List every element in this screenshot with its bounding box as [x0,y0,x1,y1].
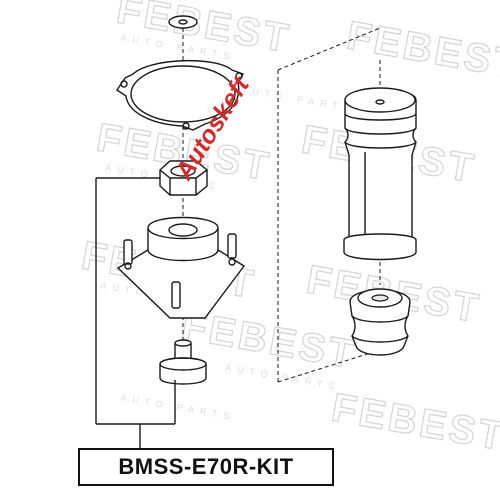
watermark-brand: FEBEST [343,14,500,88]
kit-bracket [95,177,176,448]
bump-stop-small [159,339,207,385]
watermark-sub: AUTO PARTS [120,392,236,422]
bump-stop-large [349,288,411,356]
watermark-brand: FEBEST [328,386,500,460]
part-number-label: BMSS-E70R-KIT [78,448,334,486]
gasket [116,59,245,131]
dust-boot [343,87,417,261]
watermark-sub: AUTO PARTS [240,84,356,114]
strut-mount [116,216,246,319]
hex-nut [159,160,208,196]
top-washer [168,15,198,29]
part-number-text: BMSS-E70R-KIT [118,454,294,479]
